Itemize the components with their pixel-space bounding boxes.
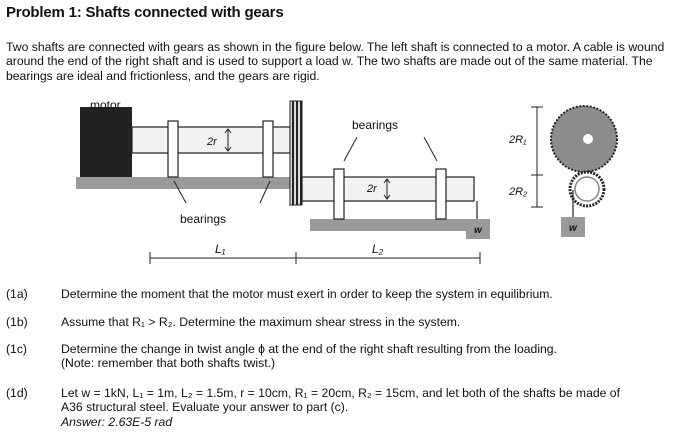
problem-1b-label: (1b) [6,315,28,329]
left-bearing-2 [262,120,274,178]
load-side-label: w [474,225,483,236]
left-ground-plate [76,177,290,189]
problem-1b-line-1: Assume that R₁ > R₂. Determine the maxim… [61,315,461,329]
problem-1d-label: (1d) [6,386,28,400]
load-side-box [466,219,490,239]
problem-1a-line-1: Determine the moment that the motor must… [61,287,553,301]
problem-1c-label: (1c) [6,342,27,356]
left-radius-label: 2r [206,136,218,148]
bearings-top-label: bearings [352,118,398,132]
gear-column [289,100,303,206]
right-bearing-1 [333,168,345,220]
load-front-box [561,217,585,237]
problem-1a-label: (1a) [6,287,28,301]
small-gear-inner [574,176,600,202]
length-2-label: L₂ [372,242,384,256]
bearings-bottom-label: bearings [180,212,226,226]
large-gear-hub [583,134,593,144]
gear-radius-2-label: 2R₂ [508,186,528,198]
problem-1d-line-2: A36 structural steel. Evaluate your answ… [61,400,349,415]
problem-1a-text: Determine the moment that the motor must… [61,287,695,301]
left-radius-arrowhead-top [224,128,232,134]
right-radius-arrowhead-bottom [383,194,391,200]
motor-label: motor [90,98,121,112]
problem-1d-text: Let w = 1kN, L₁ = 1m, L₂ = 1.5m, r = 10c… [61,386,695,429]
length-1-label: L₁ [215,242,226,256]
bearing-pointer-3 [173,180,187,204]
bearing-pointer-4 [259,180,271,204]
problem-1c-text: Determine the change in twist angle ϕ at… [61,342,695,371]
problem-title: Problem 1: Shafts connected with gears [6,4,284,21]
shaft-gear-figure: motor 2r 2r w bearings bearings L₁ L₂ w [76,98,618,264]
bearing-pointer-2 [423,136,438,162]
left-bearing-1 [167,120,179,178]
load-front-label: w [569,223,578,234]
bearing-pointer-1 [343,136,358,162]
problem-1c-line-1: Determine the change in twist angle ϕ at… [61,342,557,356]
problem-1d-line-1: Let w = 1kN, L₁ = 1m, L₂ = 1.5m, r = 10c… [61,386,620,400]
right-bearing-2 [435,168,447,220]
left-radius-arrowhead-bottom [224,146,232,152]
motor-block [80,107,132,179]
problem-1c-line-2: (Note: remember that both shafts twist.) [61,356,276,371]
problem-1b-text: Assume that R₁ > R₂. Determine the maxim… [61,315,695,329]
right-radius-label: 2r [366,183,378,195]
problem-intro: Two shafts are connected with gears as s… [6,40,665,83]
gear-radius-1-label: 2R₁ [508,134,527,146]
right-ground-plate [310,219,474,231]
right-radius-arrowhead-top [383,178,391,184]
problem-1d-answer: Answer: 2.63E-5 rad [61,414,173,429]
